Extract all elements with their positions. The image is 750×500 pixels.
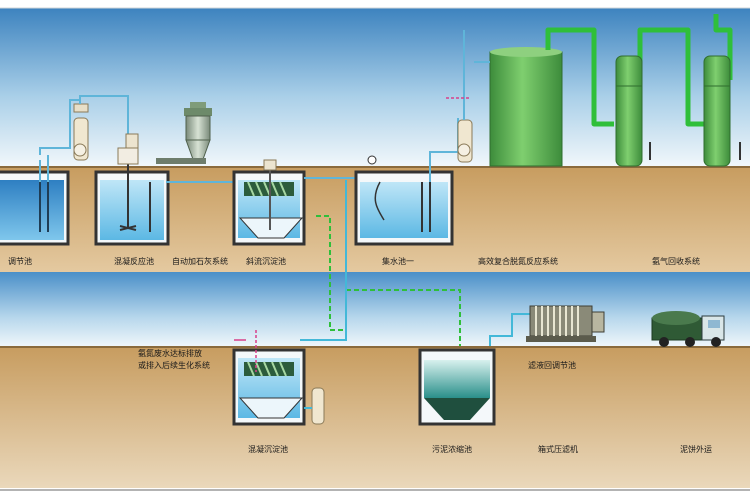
stripping-reaction-tower [474, 47, 563, 167]
label-sludge-outward: 泥饼外运 [680, 444, 712, 454]
coagulation-reaction-tank [94, 133, 170, 246]
sludge-thickener [418, 348, 496, 426]
inclined-settler-1 [232, 159, 306, 246]
label-collection-tank: 集水池一 [382, 256, 414, 266]
label-settler-1: 斜流沉淀池 [246, 256, 286, 266]
label-auto-lime: 自动加石灰系统 [172, 256, 228, 266]
label-coagulation-tank: 混凝反应池 [114, 256, 154, 266]
ammonia-recovery-towers [545, 14, 741, 167]
pump-group-2 [429, 30, 473, 182]
label-coagulation-settler: 混凝沉淀池 [248, 444, 288, 454]
label-discharge-note-2: 或排入后续生化系统 [138, 360, 210, 370]
label-stripping: 高效复合脱氮反应系统 [478, 256, 558, 266]
label-discharge-note-1: 氨氮废水达标排放 [138, 348, 202, 358]
label-sludge-thickener: 污泥浓缩池 [432, 444, 472, 454]
coagulation-settler [232, 330, 325, 426]
pump-group-1 [39, 95, 129, 170]
lime-dosing-silo [156, 102, 212, 164]
collection-tank-1 [354, 155, 454, 246]
regulating-tank [0, 155, 70, 246]
box-filter-press [526, 305, 605, 342]
label-ammonia-recovery: 氨气回收系统 [652, 256, 700, 266]
lower-ground [0, 346, 750, 488]
label-regulating-tank: 调节池 [8, 256, 32, 266]
lower-sky [0, 272, 750, 348]
label-filter-press: 箱式压滤机 [538, 444, 578, 454]
sludge-truck [651, 311, 725, 347]
label-filtrate-return: 滤液回调节池 [528, 360, 576, 370]
